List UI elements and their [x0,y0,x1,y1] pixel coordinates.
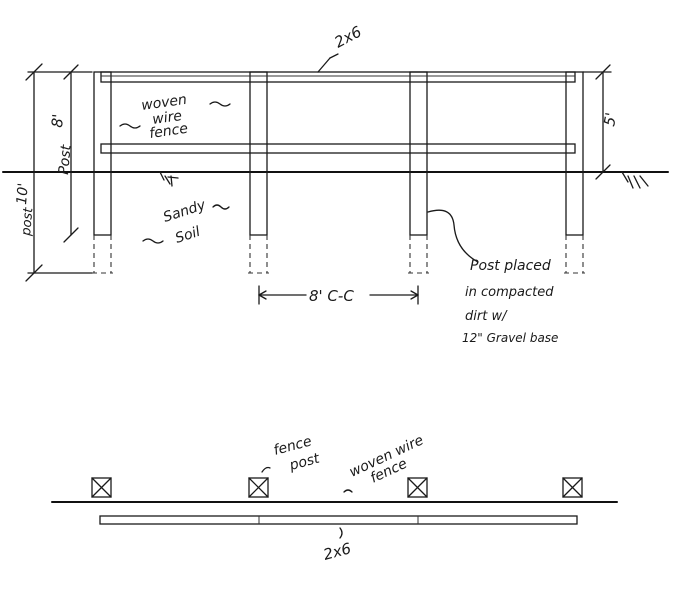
plan-post [91,477,112,498]
fence-label-wire: wire [151,108,183,128]
plan-rail-label: 2x6 [321,539,353,564]
post-8-value: 8' [48,113,67,128]
spacing-dimension [258,285,419,305]
elevation-view: 2x6 woven wire fence Sandy Soil 8' Post … [2,23,669,345]
soil-label-sandy: Sandy [161,197,208,226]
height-5-value: 5' [600,111,620,128]
plan-post [407,477,428,498]
note-line-3: dirt w/ [465,309,508,324]
plan-post [248,477,269,498]
post-8-word: Post [56,144,75,176]
post-10-word: post [19,206,37,237]
plan-post [562,477,583,498]
fence-label-woven: woven [140,92,188,114]
soil-label-soil: Soil [173,224,202,247]
ground-hatch-left [159,171,179,187]
plan-rail [99,515,578,525]
plan-view: fence post woven wire fence 2x6 [51,432,618,564]
note-line-1: Post placed [470,258,551,274]
post-10-dimension [25,63,93,282]
note-leader [427,209,479,263]
ground-hatch-right [621,171,649,189]
fence-label-fence: fence [148,121,189,142]
note-line-2: in compacted [465,285,554,300]
post-embedment [92,235,585,274]
height-5-dimension [582,64,612,180]
note-line-4: 12" Gravel base [462,331,558,345]
top-rail [100,71,576,83]
middle-rail [100,143,576,154]
plan-post-label-2: post [287,450,322,474]
post-10-value: 10' [14,182,32,205]
spacing-label: 8' C-C [309,287,354,305]
top-rail-label: 2x6 [331,23,364,52]
